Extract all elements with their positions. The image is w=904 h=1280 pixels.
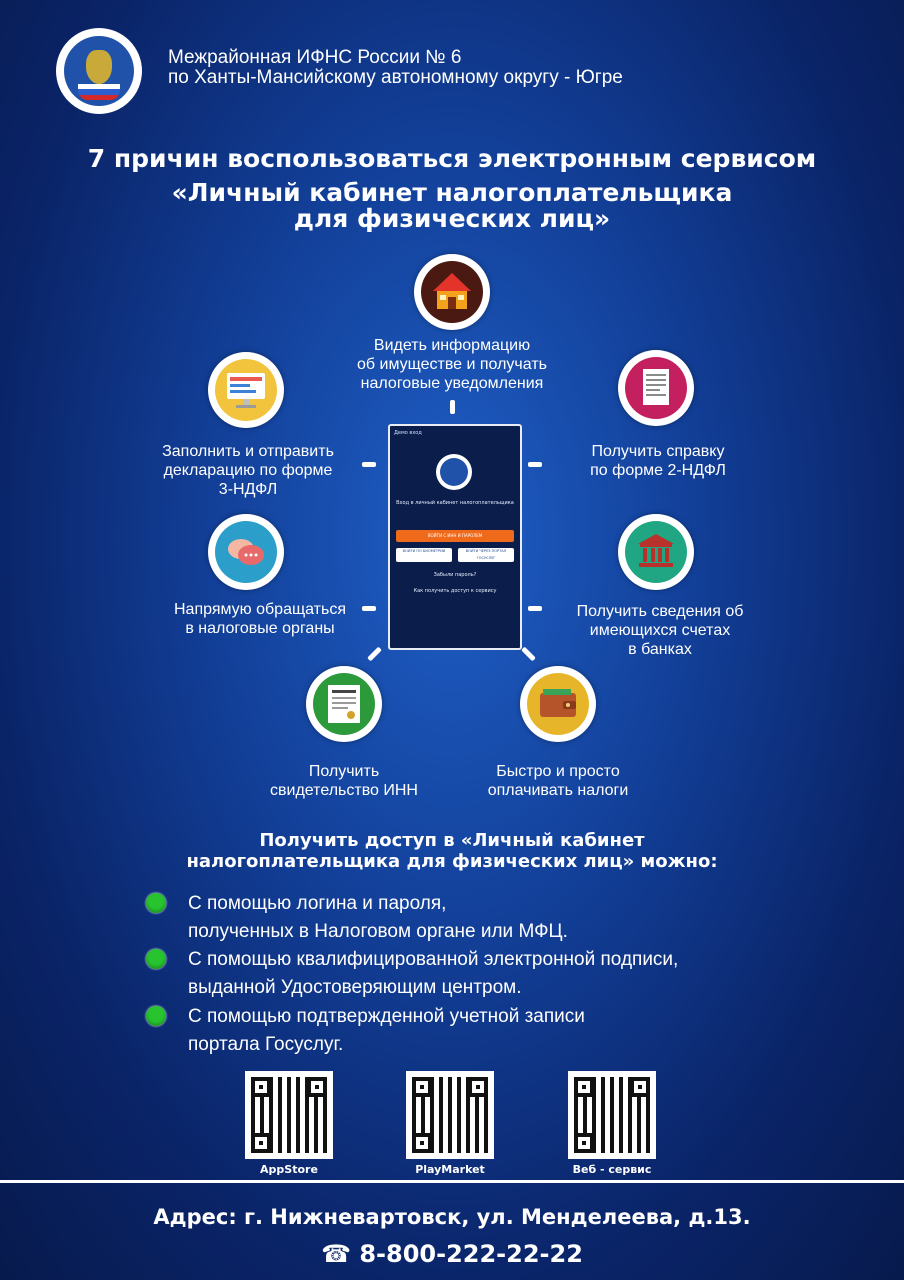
connector-dash: [521, 646, 536, 662]
phone-how-access-link[interactable]: Как получить доступ к сервису: [413, 588, 497, 594]
reason-2ndfl-circle: [618, 350, 694, 426]
access-item-2-line2: выданной Удостоверяющим центром.: [188, 977, 522, 998]
reason-inn-circle: [306, 666, 382, 742]
certificate-icon: [313, 673, 375, 735]
footer-divider: [0, 1180, 904, 1183]
connector-dash: [367, 646, 382, 662]
org-name-line1: Межрайонная ИФНС России № 6: [168, 47, 462, 68]
qr-playmarket-label: PlayMarket: [415, 1163, 485, 1176]
bullet-icon: [146, 893, 166, 913]
house-icon: [421, 261, 483, 323]
phone-login-inn-button[interactable]: ВОЙТИ С ИНН И ПАРОЛЕМ: [396, 530, 514, 542]
chat-bubbles-icon: [215, 521, 277, 583]
access-item-1-line2: полученных в Налоговом органе или МФЦ.: [188, 921, 568, 942]
connector-dash: [362, 462, 376, 467]
reason-bank-circle: [618, 514, 694, 590]
footer-phone: ☎ 8-800-222-22-22: [0, 1240, 904, 1268]
footer-address: Адрес: г. Нижневартовск, ул. Менделеева,…: [153, 1205, 751, 1229]
connector-dash: [362, 606, 376, 611]
qr-appstore[interactable]: [245, 1071, 333, 1159]
access-heading-line1: Получить доступ в «Личный кабинет: [259, 830, 645, 851]
page-title-line1: 7 причин воспользоваться электронным сер…: [87, 144, 817, 173]
reason-contact-circle: [208, 514, 284, 590]
reason-payment-circle: [520, 666, 596, 742]
access-heading-line2: налогоплательщика для физических лиц» мо…: [186, 851, 718, 872]
flag-icon: [78, 84, 120, 100]
access-item-3-line2: портала Госуслуг.: [188, 1034, 344, 1055]
computer-form-icon: [215, 359, 277, 421]
phone-number[interactable]: 8-800-222-22-22: [359, 1240, 583, 1268]
qr-web-service-label: Веб - сервис: [572, 1163, 652, 1176]
access-item-1-line1: С помощью логина и пароля,: [188, 893, 447, 914]
phone-biometrics-button[interactable]: ВОЙТИ ПО БИОМЕТРИИ: [396, 548, 452, 562]
phone-fns-logo-icon: [436, 454, 472, 490]
emblem-inner: [64, 36, 134, 106]
bullet-icon: [146, 949, 166, 969]
fns-emblem-icon: [56, 28, 142, 114]
phone-gosuslugi-button[interactable]: ВОЙТИ ЧЕРЕЗ ПОРТАЛ ГОСУСЛУГ: [458, 548, 514, 562]
page-title-line2: «Личный кабинет налогоплательщика: [171, 178, 733, 207]
wallet-icon: [527, 673, 589, 735]
connector-dash: [528, 462, 542, 467]
bullet-icon: [146, 1006, 166, 1026]
phone-mockup: Демо вход Вход в личный кабинет налогопл…: [388, 424, 522, 650]
bank-icon: [625, 521, 687, 583]
phone-forgot-link[interactable]: Забыли пароль?: [433, 572, 477, 578]
access-item-3-line1: С помощью подтвержденной учетной записи: [188, 1006, 585, 1027]
qr-playmarket[interactable]: [406, 1071, 494, 1159]
connector-dash: [450, 400, 455, 414]
access-item-2-line1: С помощью квалифицированной электронной …: [188, 949, 679, 970]
connector-dash: [528, 606, 542, 611]
phone-heading: Вход в личный кабинет налогоплательщика: [396, 500, 514, 506]
document-icon: [625, 357, 687, 419]
phone-icon: ☎: [321, 1240, 351, 1268]
qr-web-service[interactable]: [568, 1071, 656, 1159]
page-title-line3: для физических лиц»: [293, 204, 611, 233]
reason-property-circle: [414, 254, 490, 330]
eagle-icon: [86, 50, 112, 84]
reason-declaration-circle: [208, 352, 284, 428]
qr-appstore-label: AppStore: [260, 1163, 318, 1176]
org-name-line2: по Ханты-Мансийскому автономному округу …: [168, 67, 623, 88]
phone-demo-label: Демо вход: [394, 430, 422, 436]
